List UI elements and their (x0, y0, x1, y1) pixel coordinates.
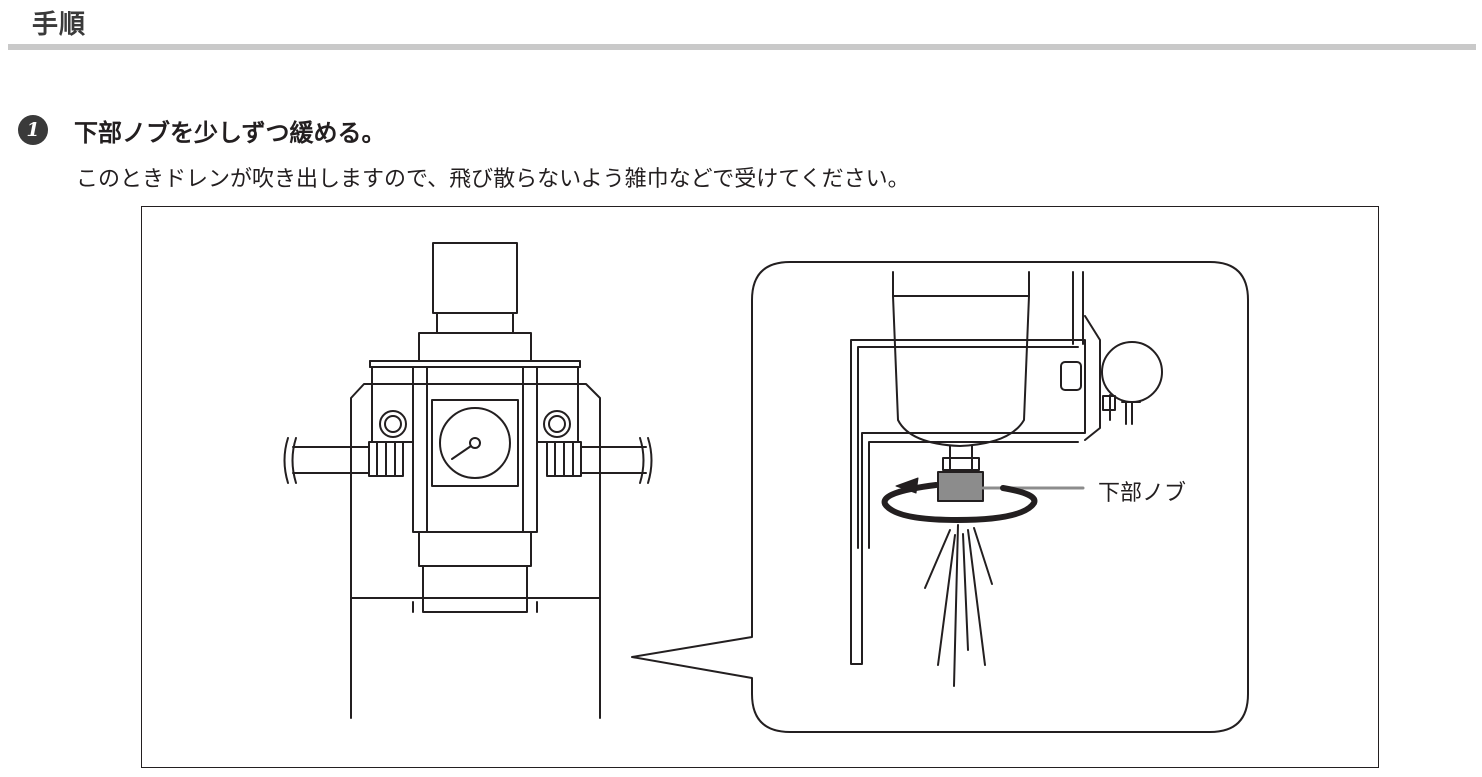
section-divider (8, 44, 1476, 50)
step-title: 下部ノブを少しずつ緩める。 (74, 119, 386, 147)
rotation-arrow-icon (881, 477, 1038, 523)
pressure-gauge-icon (439, 407, 511, 479)
lower-knob-label: 下部ノブ (1098, 481, 1187, 506)
lower-knob-icon (937, 471, 984, 502)
step-number-badge: 1 (18, 115, 48, 145)
figure-frame (141, 206, 1379, 768)
drain-spray-icon (924, 524, 993, 687)
callout-bubble (631, 261, 1249, 733)
section-title: 手順 (32, 10, 87, 40)
regulator-unit-icon (283, 242, 653, 719)
step-description: このときドレンが吹き出しますので、飛び散らないよう雑巾などで受けてください。 (76, 167, 910, 192)
